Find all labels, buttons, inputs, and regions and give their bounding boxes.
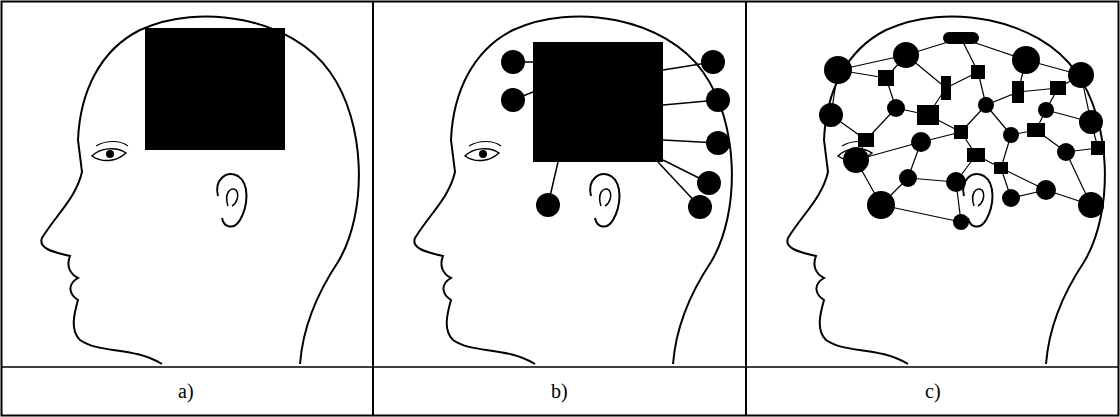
- panel-label: c): [925, 380, 941, 403]
- panel-label: a): [178, 380, 194, 403]
- panel-label: b): [551, 380, 568, 403]
